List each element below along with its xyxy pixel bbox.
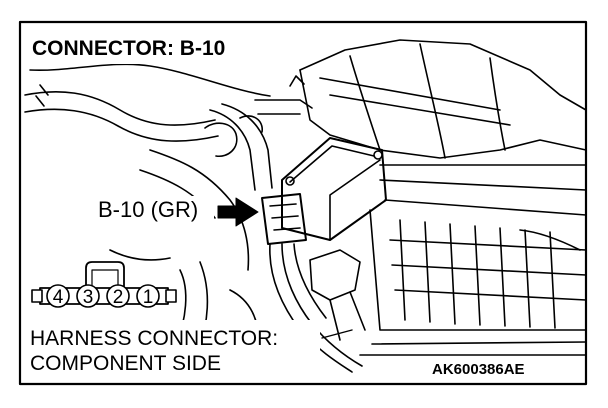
pin-1 xyxy=(136,284,160,308)
pin-2 xyxy=(106,284,130,308)
pin-4 xyxy=(46,284,70,308)
caption-line-1: HARNESS CONNECTOR: xyxy=(30,327,279,350)
pin-3 xyxy=(76,284,100,308)
figure-code: AK600386AE xyxy=(432,361,525,378)
pin-label-2: 2 xyxy=(113,287,124,308)
harness-connector-symbol: 4 3 2 1 xyxy=(31,261,177,308)
connector-callout-label: B-10 (GR) xyxy=(98,197,199,222)
caption-leader-line xyxy=(321,329,353,339)
callout-arrow xyxy=(217,197,259,227)
connector-title: CONNECTOR: B-10 xyxy=(32,37,226,60)
caption-line-2: COMPONENT SIDE xyxy=(30,352,221,375)
pin-label-3: 3 xyxy=(83,287,94,308)
pin-label-1: 1 xyxy=(143,287,154,308)
pin-label-4: 4 xyxy=(53,287,64,308)
figure-border xyxy=(18,20,588,386)
